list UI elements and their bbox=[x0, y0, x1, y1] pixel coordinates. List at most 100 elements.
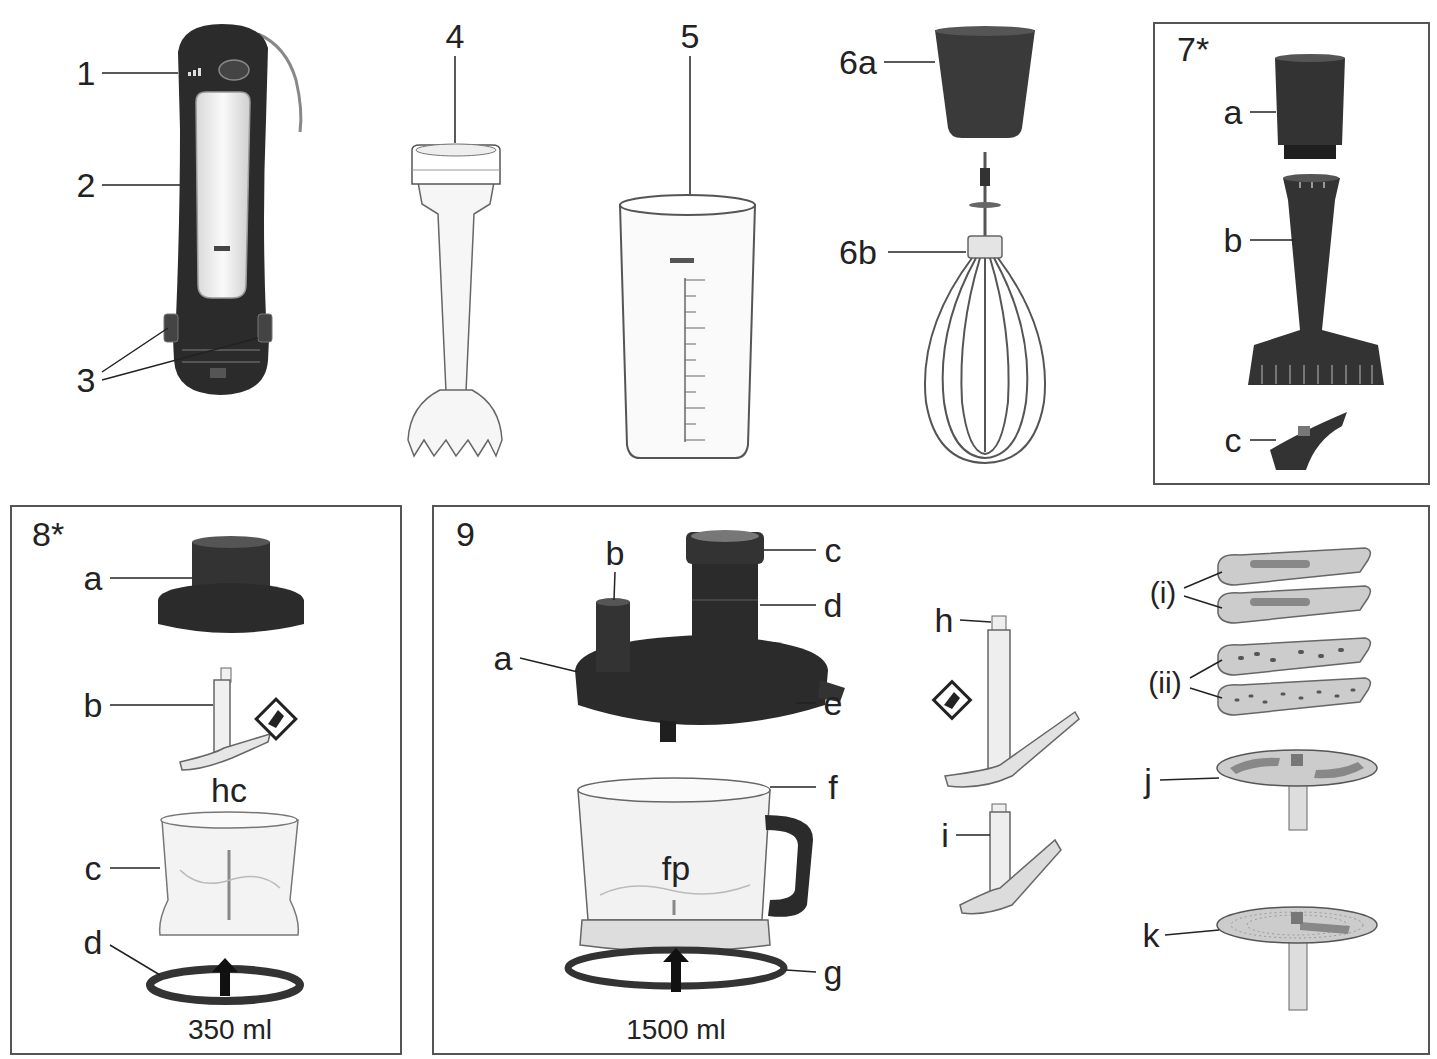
leader-lines-shape bbox=[110, 945, 160, 975]
callout-holder: h bbox=[935, 603, 954, 637]
callout-holder: a bbox=[494, 641, 513, 675]
callout-holder: 4 bbox=[446, 19, 465, 53]
leader-lines-shape bbox=[1184, 596, 1222, 608]
leader-lines-shape bbox=[1165, 930, 1219, 935]
disc-holders-shape bbox=[1314, 762, 1364, 778]
disc-holders-shape bbox=[1291, 754, 1303, 766]
callout-holder: fp bbox=[659, 850, 693, 886]
callout-label: fp bbox=[659, 850, 693, 886]
slicing-inserts-shape bbox=[1250, 598, 1310, 606]
leader-lines-shape bbox=[770, 786, 816, 788]
callout-holder: a bbox=[1224, 95, 1243, 129]
chopper-hc-shape bbox=[161, 812, 297, 828]
motor-handle-shape bbox=[210, 368, 226, 378]
leader-lines-shape bbox=[960, 620, 991, 622]
motor-handle-shape bbox=[219, 60, 249, 80]
callout-holder: 2 bbox=[77, 168, 96, 202]
callout-label: 350 ml bbox=[188, 1016, 272, 1044]
food-processor-fp-shape bbox=[765, 815, 813, 917]
leader-lines-shape bbox=[102, 338, 258, 380]
callout-label: 1500 ml bbox=[626, 1016, 726, 1044]
callout-label: d bbox=[824, 588, 843, 622]
motor-handle-shape bbox=[258, 314, 272, 342]
motor-handle-shape bbox=[164, 314, 178, 342]
callout-label: g bbox=[824, 955, 843, 989]
disc-holders-shape bbox=[1217, 750, 1377, 786]
chopper-hc-shape bbox=[158, 583, 304, 633]
callout-label: 6a bbox=[839, 45, 877, 79]
panel-number: 7* bbox=[1177, 32, 1209, 66]
leader-lines bbox=[102, 56, 1294, 975]
leader-lines-shape bbox=[454, 56, 456, 143]
panel-number: 8* bbox=[32, 517, 64, 551]
callout-label: i bbox=[941, 818, 949, 852]
balloon-whisk-shape bbox=[984, 152, 987, 236]
leader-lines-shape bbox=[1160, 778, 1219, 780]
leader-lines-shape bbox=[764, 549, 816, 551]
food-processor-fp bbox=[568, 530, 845, 992]
motor-handle-shape bbox=[176, 24, 268, 318]
disc-holders-shape bbox=[1230, 758, 1280, 774]
callout-label: b bbox=[84, 688, 103, 722]
masher-attachment-shape bbox=[1300, 182, 1324, 188]
callout-holder: i bbox=[941, 818, 949, 852]
callout-label: b bbox=[1224, 223, 1243, 257]
blender-shaft-shape bbox=[416, 144, 496, 156]
chopper-hc-shape bbox=[214, 680, 230, 752]
callout-holder: 1 bbox=[77, 56, 96, 90]
callout-label: a bbox=[1224, 95, 1243, 129]
leader-lines-shape bbox=[888, 251, 966, 253]
chopper-hc-shape bbox=[180, 870, 280, 888]
callout-label: f bbox=[828, 770, 837, 804]
callout-holder: e bbox=[824, 686, 843, 720]
leader-lines-shape bbox=[1190, 660, 1222, 678]
balloon-whisk-shape bbox=[969, 202, 1001, 208]
masher-attachment-shape bbox=[1248, 178, 1384, 385]
kneading-hook-i bbox=[960, 804, 1061, 914]
whisk-gearbox-shape bbox=[935, 30, 1035, 138]
callout-label: k bbox=[1143, 918, 1160, 952]
callout-holder: 1500 ml bbox=[626, 1016, 726, 1044]
callout-label: b bbox=[606, 536, 625, 570]
callout-label: hc bbox=[211, 773, 247, 807]
chopper-blade-h-shape bbox=[988, 630, 1010, 772]
slicing-inserts-shape bbox=[1236, 690, 1354, 702]
leader-lines-shape bbox=[760, 604, 816, 606]
food-processor-fp-shape bbox=[663, 948, 689, 992]
callout-holder: b bbox=[1224, 223, 1243, 257]
balloon-whisk-shape bbox=[943, 258, 1028, 458]
motor-handle-shape bbox=[198, 68, 201, 76]
callout-holder: 5 bbox=[681, 19, 700, 53]
food-processor-fp-shape bbox=[692, 562, 758, 680]
callout-holder: j bbox=[1144, 763, 1152, 797]
panel-frame: 7* bbox=[1153, 22, 1430, 485]
callout-holder: (ii) bbox=[1148, 668, 1181, 698]
disc-holders-shape bbox=[1231, 912, 1363, 938]
leader-lines-shape bbox=[1250, 439, 1276, 441]
balloon-whisk-shape bbox=[984, 258, 986, 452]
callout-label: (ii) bbox=[1148, 668, 1181, 698]
callout-label: 4 bbox=[446, 19, 465, 53]
callout-holder: (i) bbox=[1150, 578, 1177, 608]
balloon-whisk-shape bbox=[968, 236, 1002, 258]
callout-holder: f bbox=[828, 770, 837, 804]
leader-lines-shape bbox=[110, 704, 213, 706]
slicing-inserts-shape bbox=[1218, 638, 1370, 675]
callout-holder: b bbox=[606, 536, 625, 570]
leader-lines-shape bbox=[689, 56, 691, 194]
balloon-whisk bbox=[925, 152, 1045, 463]
callout-label: d bbox=[84, 925, 103, 959]
chopper-hc-shape bbox=[256, 699, 296, 739]
motor-handle-shape bbox=[214, 246, 230, 251]
food-processor-fp-shape bbox=[596, 598, 630, 606]
masher-attachment-shape bbox=[1298, 426, 1310, 436]
panel-frame: 8* bbox=[10, 505, 402, 1055]
slicing-inserts-shape bbox=[1250, 560, 1310, 568]
masher-attachment-shape bbox=[1283, 174, 1339, 182]
kneading-hook-i-shape bbox=[990, 812, 1010, 892]
blender-shaft bbox=[408, 144, 502, 456]
slicing-inserts-shape bbox=[1218, 586, 1370, 623]
food-processor-fp-shape bbox=[673, 900, 676, 915]
